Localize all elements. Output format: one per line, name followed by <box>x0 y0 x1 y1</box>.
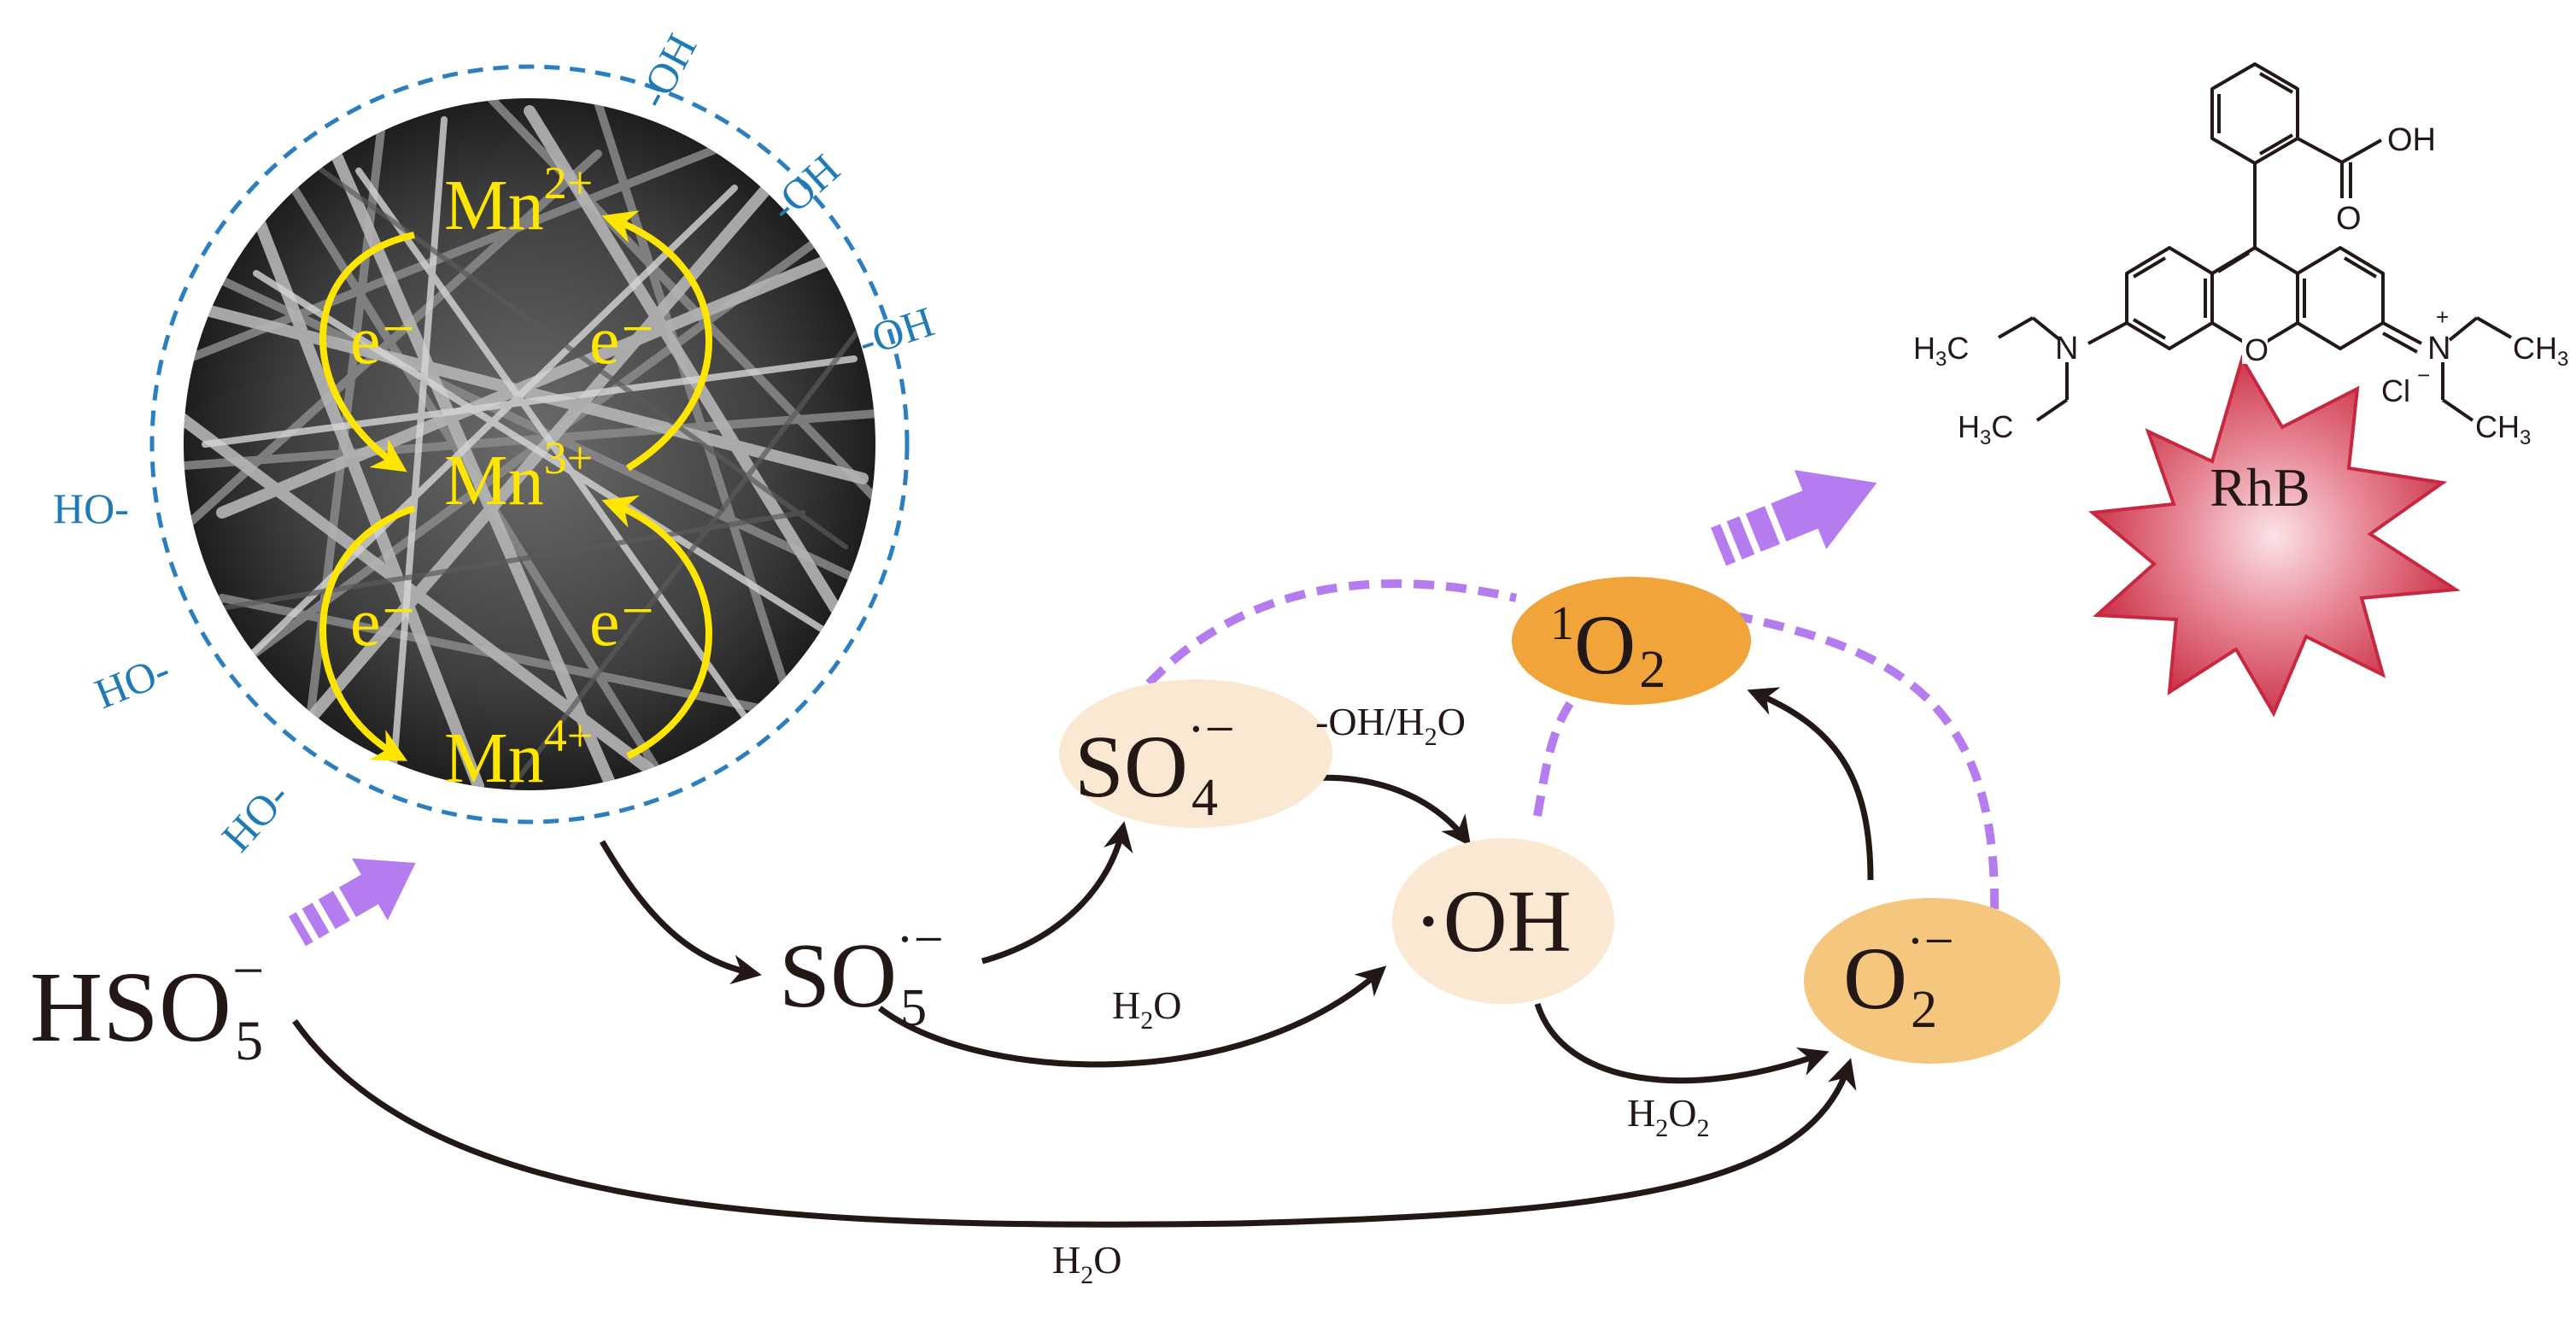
electron-label-2: e⁻ <box>589 303 656 378</box>
svg-text:CH3: CH3 <box>2475 409 2531 449</box>
svg-text:−: − <box>2417 362 2430 388</box>
svg-text:H3C: H3C <box>1958 409 2013 449</box>
oh-to-superoxide-condition: H2O2 <box>1627 1091 1709 1142</box>
hydroxyl-left-top: HO- <box>53 484 129 532</box>
svg-text:+: + <box>2436 304 2449 330</box>
electron-label-1: e⁻ <box>350 303 417 378</box>
electron-label-4: e⁻ <box>589 585 656 660</box>
mn3-to-mn2-arrow <box>601 210 712 472</box>
hydroxyl-right-low: -OH <box>852 297 940 367</box>
hso5-to-catalyst-arrow <box>289 858 416 947</box>
hso5-label: HSO5− <box>30 940 264 1072</box>
mn2-label: Mn2+ <box>444 157 593 245</box>
electron-label-3: e⁻ <box>350 585 417 660</box>
active-species-links <box>1145 579 1999 917</box>
singlet-o2-to-rhb-arrow <box>1711 470 1877 566</box>
link-oh-to-singlet-o2 <box>1533 689 1582 817</box>
hydroxyl-left-mid: HO- <box>88 645 176 718</box>
rhb-atom-labels: OH O O N N + Cl − H3C H3C CH3 CH3 <box>1913 122 2568 449</box>
link-superoxide-to-singlet-o2 <box>1730 611 1999 917</box>
oh-radical-label: ·OH <box>1414 872 1572 971</box>
link-so4-to-singlet-o2 <box>1145 579 1518 687</box>
hydroxyl-right-top: -OH <box>628 26 705 115</box>
redox-cycle-arrows <box>319 210 712 761</box>
so5-to-oh-arrow <box>877 965 1387 1068</box>
oh-to-superoxide-arrow <box>1534 1002 1830 1084</box>
hydroxyl-left-low: HO- <box>213 772 299 861</box>
hso5-to-superoxide-arrow <box>292 1018 1857 1228</box>
svg-text:H3C: H3C <box>1913 331 1969 371</box>
mn4-to-mn3-arrow <box>601 495 712 760</box>
rhb-starburst <box>2088 354 2461 718</box>
svg-text:OH: OH <box>2387 122 2436 158</box>
mn3-to-mn4-arrow <box>319 505 416 761</box>
singlet-oxygen-label: 1O2 <box>1550 597 1666 699</box>
svg-text:N: N <box>2055 331 2078 367</box>
svg-text:O: O <box>2245 332 2269 367</box>
mn2-to-mn3-arrow <box>319 232 415 472</box>
reaction-arrows <box>292 687 1874 1228</box>
hso5-to-superoxide-condition: H2O <box>1052 1238 1121 1289</box>
so5-radical-label: SO5·− <box>779 911 944 1037</box>
svg-text:CH3: CH3 <box>2513 331 2568 371</box>
superoxide-label: O2·− <box>1843 912 1954 1039</box>
superoxide-bubble <box>1804 898 2060 1064</box>
so5-to-oh-condition: H2O <box>1112 983 1181 1035</box>
so4-radical-bubble <box>1059 679 1332 828</box>
rhodamine-b-structure: RhB <box>1913 62 2568 718</box>
oh-radical-bubble <box>1392 838 1614 1004</box>
svg-text:O: O <box>2336 201 2362 237</box>
sem-catalyst-image <box>149 64 910 824</box>
so5-to-so4-arrow <box>981 821 1133 965</box>
singlet-oxygen-bubble <box>1512 577 1751 705</box>
catalyst-to-so5-arrow <box>599 840 762 985</box>
rhb-label: RhB <box>2210 457 2310 518</box>
svg-text:Cl: Cl <box>2381 373 2410 408</box>
rhb-bonds <box>1998 62 2512 422</box>
dashed-boundary <box>149 64 910 824</box>
svg-text:N: N <box>2427 331 2450 367</box>
mn3-label: Mn3+ <box>444 432 593 520</box>
so4-radical-label: SO4·− <box>1074 701 1235 827</box>
mn4-label: Mn4+ <box>444 710 593 798</box>
so4-to-oh-condition: -OH/H2O <box>1315 700 1466 751</box>
superoxide-to-singlet-o2-arrow <box>1747 687 1874 881</box>
